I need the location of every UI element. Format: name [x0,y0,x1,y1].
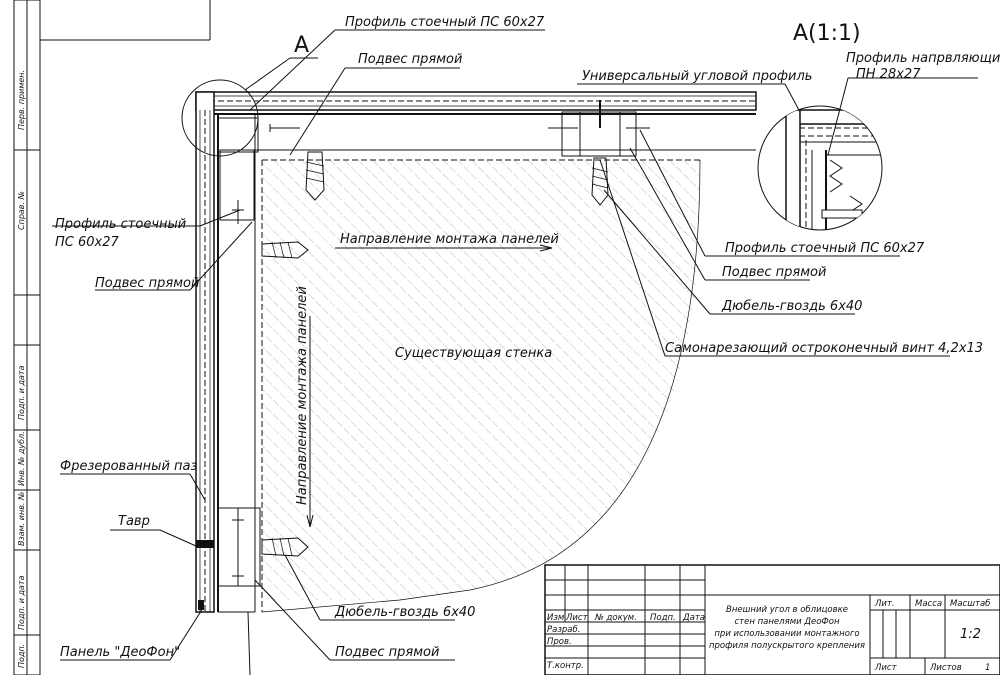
sheet-frame [39,0,211,675]
stamp-s6: Подп. и дата [17,575,26,630]
top-panel [195,91,757,111]
dowel-left-mid [261,241,309,259]
callout-stud-profile-left-2: ПС 60х27 [55,235,119,250]
tb-list: Лист [565,613,589,623]
tb-masshtab: Масштаб [950,599,990,609]
callout-stud-profile-top: Профиль стоечный ПС 60х27 [345,15,545,30]
detail-label: A(1:1) [793,21,861,46]
top-stud-profile [214,113,756,151]
callout-stud-profile-left-1: Профиль стоечный [55,217,186,232]
stamp-s5: Взам. инв. № [17,492,26,546]
callout-direct-hanger-left: Подвес прямой [95,276,199,291]
stamp-s4: Инв. № дубл. [17,431,26,486]
tb-desc-4: профиля полускрытого крепления [709,641,865,651]
callout-existing-wall: Существующая стенка [395,346,552,361]
title-block: Изм Лист № докум. Подп. Дата Разраб. Про… [544,564,1000,675]
callout-universal-corner: Универсальный угловой профиль [582,69,812,84]
tb-razrab: Разраб. [547,625,580,635]
callout-panel-deofon: Панель "ДеоФон" [60,645,180,660]
tb-list-label: Лист [874,663,898,673]
callout-direct-hanger-bottom: Подвес прямой [335,645,439,660]
left-panel [195,91,215,613]
leaders [52,29,978,675]
tb-scale-value: 1:2 [960,627,981,642]
callout-mount-direction-v: Направление монтажа панелей [295,286,310,505]
callout-mount-direction-h: Направление монтажа панелей [340,232,559,247]
tb-desc-2: стен панелями ДеоФон [735,617,840,627]
existing-wall-hatch [262,160,700,600]
tb-doc: № докум. [594,613,637,623]
stamp-s7: Подп. [17,644,26,668]
dowel-top-right [591,157,609,206]
dowel-bottom [261,537,309,557]
tb-izm: Изм [547,613,565,623]
tb-podp: Подп. [650,613,676,623]
callout-screw-right: Самонарезающий остроконечный винт 4,2х13 [665,341,983,356]
view-a-label: A [294,33,309,58]
callout-guide-profile-2: ПН 28х27 [856,67,921,82]
view-a-leader [244,57,291,91]
tb-lit: Лит. [874,599,895,609]
stamp-s1: Перв. примен. [17,70,26,130]
tb-prov: Пров. [547,637,572,647]
existing-wall-outline [261,159,701,613]
callout-guide-profile-1: Профиль напрвляющий [846,51,1000,66]
panel-edge [198,600,204,610]
tb-tkontr: Т.контр. [547,661,584,671]
hanger-bottom [217,507,261,587]
callout-direct-hanger-right: Подвес прямой [722,265,826,280]
corner-hanger [217,117,300,224]
callout-dowel-right: Дюбель-гвоздь 6х40 [721,299,862,314]
callout-dowel-bottom: Дюбель-гвоздь 6х40 [334,605,475,620]
hanger-top-right [548,100,650,157]
view-a-circle [181,79,259,157]
tb-listov: Листов [929,663,962,673]
callout-stud-profile-right: Профиль стоечный ПС 60х27 [725,241,925,256]
tb-data: Дата [682,613,705,623]
tb-listov-value: 1 [985,663,990,673]
tb-massa: Масса [915,599,942,609]
tb-desc-3: при использовании монтажного [714,629,859,639]
tb-desc-1: Внешний угол в облицовке [726,605,848,615]
tee-profile [196,540,214,548]
callout-tee: Тавр [118,514,150,529]
dowel-top-left [305,151,325,201]
callout-milled-groove: Фрезерованный паз [60,459,197,474]
stamp-s3: Подп. и дата [17,365,26,420]
stamp-s2: Справ. № [17,191,26,230]
side-stamp: Перв. примен. Справ. № Подп. и дата Инв.… [13,0,41,675]
left-stud-profile [217,114,256,613]
callout-direct-hanger-top: Подвес прямой [358,52,462,67]
